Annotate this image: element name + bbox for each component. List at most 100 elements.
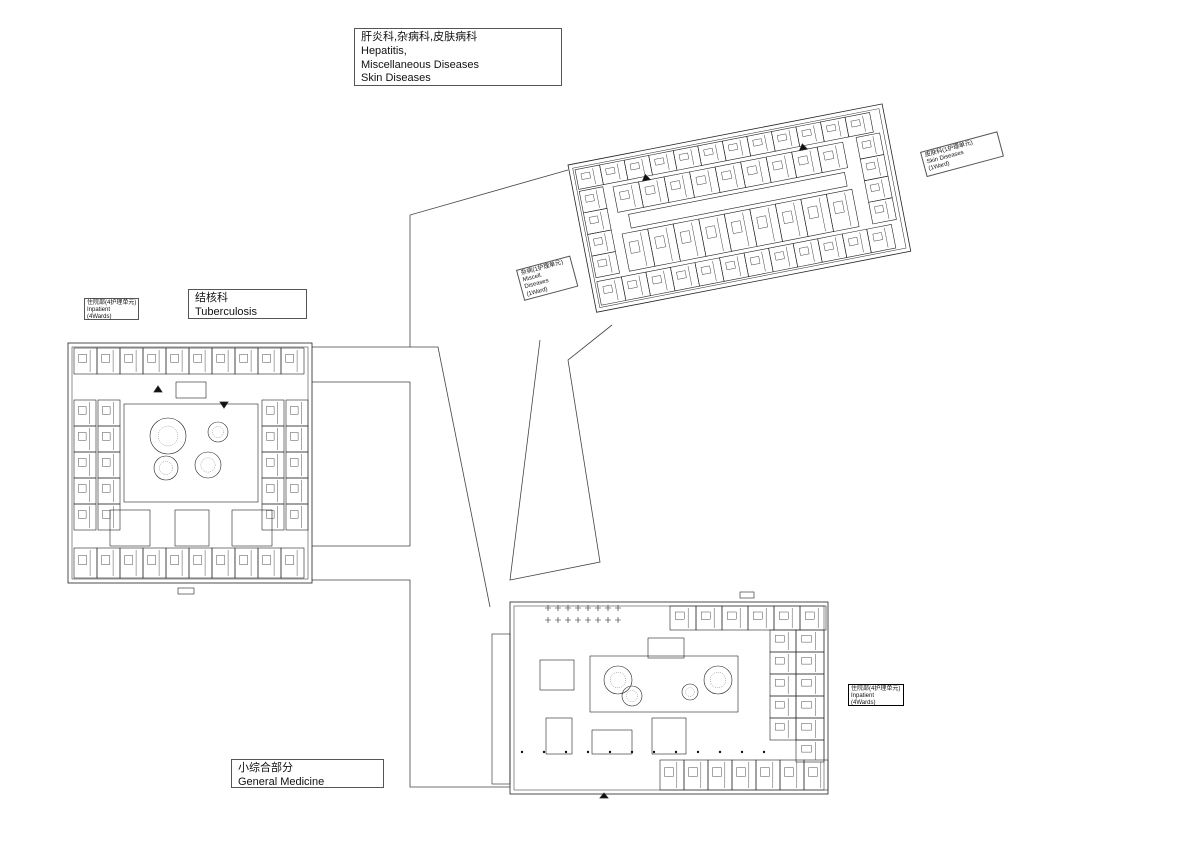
bed bbox=[872, 232, 883, 242]
bed bbox=[688, 767, 698, 777]
seat-cluster bbox=[565, 617, 571, 623]
room bbox=[841, 228, 872, 258]
room bbox=[211, 547, 236, 579]
bed bbox=[101, 555, 110, 565]
room bbox=[234, 347, 259, 375]
column bbox=[630, 750, 634, 754]
bed bbox=[654, 157, 665, 166]
wall bbox=[837, 120, 842, 137]
room bbox=[285, 451, 309, 479]
room bbox=[188, 547, 213, 579]
wall bbox=[788, 130, 793, 146]
bed bbox=[193, 555, 202, 565]
gm-courtyard bbox=[589, 655, 739, 713]
seat-cluster bbox=[615, 617, 621, 623]
room bbox=[795, 673, 825, 697]
bed bbox=[580, 171, 591, 180]
bed bbox=[823, 150, 835, 161]
room bbox=[73, 399, 97, 427]
room bbox=[816, 141, 849, 174]
label-inpatient-right-en: Inpatient bbox=[851, 693, 875, 700]
room bbox=[97, 451, 121, 479]
wall bbox=[712, 261, 717, 281]
seat-cluster bbox=[605, 617, 611, 623]
room bbox=[740, 156, 772, 188]
bed bbox=[628, 240, 641, 254]
tree-canopy bbox=[710, 672, 726, 688]
room bbox=[866, 224, 897, 254]
room bbox=[698, 213, 732, 257]
bed bbox=[170, 555, 179, 565]
column bbox=[674, 750, 678, 754]
bed bbox=[193, 354, 202, 363]
hepatitis-floor-plan bbox=[567, 103, 912, 313]
room bbox=[803, 759, 829, 791]
bed bbox=[823, 241, 834, 251]
bed bbox=[801, 679, 812, 687]
room bbox=[663, 171, 695, 203]
room bbox=[695, 605, 723, 631]
tree bbox=[703, 665, 733, 695]
wall bbox=[844, 192, 852, 227]
wall bbox=[810, 242, 815, 262]
tb-courtyard bbox=[123, 403, 259, 503]
bed bbox=[266, 432, 275, 441]
room bbox=[844, 112, 874, 138]
wall bbox=[631, 185, 636, 207]
wall bbox=[638, 275, 643, 296]
bed bbox=[801, 745, 812, 753]
room bbox=[285, 399, 309, 427]
room bbox=[623, 155, 653, 181]
seat-cluster bbox=[575, 617, 581, 623]
bed bbox=[781, 210, 794, 224]
bed bbox=[285, 354, 294, 363]
room bbox=[574, 164, 604, 190]
bed bbox=[678, 152, 690, 161]
bed bbox=[775, 723, 785, 731]
room bbox=[689, 166, 721, 198]
arrow-icon bbox=[599, 792, 609, 799]
label-inpatient-left-cn: 住院部(4护理单元) bbox=[87, 300, 137, 306]
room bbox=[746, 131, 776, 157]
seat-cluster bbox=[585, 605, 591, 611]
wall bbox=[595, 190, 600, 208]
wall bbox=[758, 160, 764, 183]
bed bbox=[727, 143, 739, 152]
label-hepatitis: 肝炎科,杂病科,皮肤病科 Hepatitis, Miscellaneous Di… bbox=[354, 28, 562, 86]
bed bbox=[584, 193, 595, 203]
wall bbox=[616, 163, 621, 180]
room bbox=[743, 247, 774, 277]
bed bbox=[644, 185, 656, 196]
room bbox=[596, 276, 627, 306]
room bbox=[96, 347, 121, 375]
wall bbox=[691, 222, 699, 256]
gm-side-wing bbox=[491, 633, 511, 785]
room bbox=[747, 605, 775, 631]
tree bbox=[603, 665, 633, 695]
bed bbox=[239, 354, 248, 363]
wall bbox=[739, 139, 744, 156]
room bbox=[672, 145, 702, 171]
wall bbox=[813, 125, 817, 142]
bed bbox=[239, 555, 248, 565]
tree bbox=[149, 417, 187, 455]
room bbox=[795, 121, 825, 147]
bed bbox=[752, 138, 763, 147]
room bbox=[721, 605, 749, 631]
seat-cluster bbox=[555, 617, 561, 623]
label-tuberculosis-en: Tuberculosis bbox=[195, 305, 257, 318]
room bbox=[257, 347, 282, 375]
wall bbox=[862, 115, 866, 132]
gm-inner bbox=[513, 605, 825, 791]
bed bbox=[290, 510, 299, 519]
tree bbox=[681, 683, 699, 701]
room bbox=[165, 347, 190, 375]
room bbox=[97, 399, 121, 427]
bed bbox=[826, 124, 837, 133]
room bbox=[261, 451, 285, 479]
label-hepatitis-line1: Hepatitis, bbox=[361, 44, 407, 57]
room bbox=[188, 347, 213, 375]
bed bbox=[651, 275, 663, 285]
room bbox=[791, 146, 823, 178]
seat-cluster bbox=[575, 605, 581, 611]
